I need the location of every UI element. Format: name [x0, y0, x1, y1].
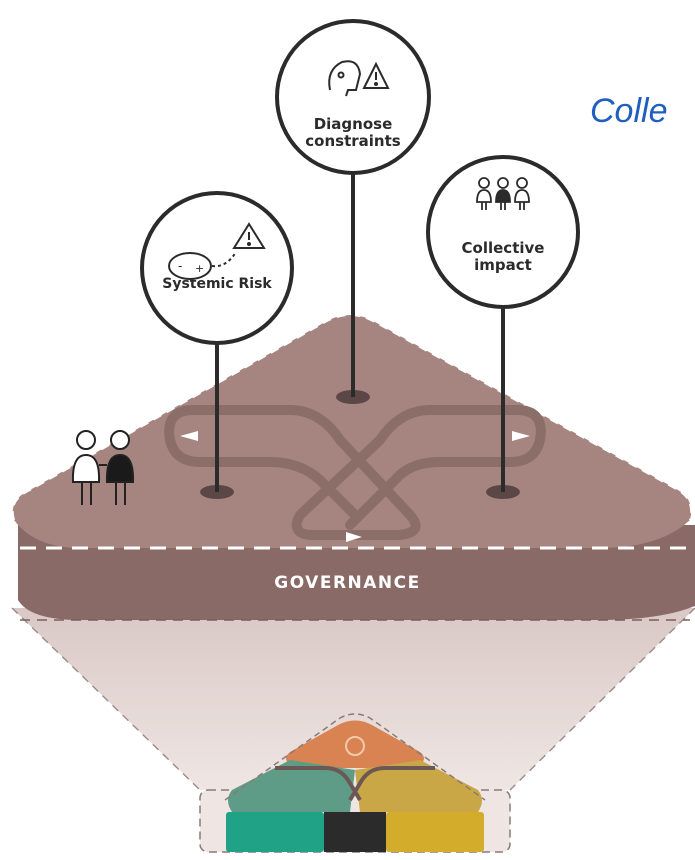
base-black-block	[324, 812, 386, 852]
mini-platform	[199, 713, 511, 853]
svg-text:-: -	[178, 259, 182, 273]
node-circle-systemic	[140, 191, 294, 345]
projection-beam	[12, 608, 695, 790]
track-arrow-right	[512, 431, 530, 441]
cycle-warning-icon: - +	[168, 222, 266, 280]
person-warning-icon	[328, 60, 390, 97]
mini-orange-segment	[286, 720, 424, 768]
node-label-line: impact	[474, 256, 532, 274]
platform-track	[164, 405, 546, 540]
base-gold-block	[386, 812, 484, 852]
node-circle-collective	[426, 155, 580, 309]
node-label-line: constraints	[305, 132, 401, 150]
people-figures	[71, 430, 135, 505]
mini-teal-segment	[228, 760, 355, 812]
node-label-systemic: Systemic Risk	[147, 276, 287, 293]
projection-beam-edge	[11, 607, 695, 791]
people-group-icon	[476, 177, 530, 210]
node-label-line: Diagnose	[313, 115, 393, 133]
mini-orange-icon	[345, 736, 365, 756]
platform-label: GOVERNANCE	[274, 573, 421, 593]
platform-top	[12, 315, 692, 548]
node-label-diagnose: Diagnose constraints	[293, 116, 413, 150]
node-label-collective: Collective impact	[443, 240, 563, 274]
node-label-line: Systemic Risk	[162, 276, 272, 292]
track-arrow-bottom	[346, 532, 362, 542]
mini-outline	[224, 713, 486, 801]
track-arrow-left	[180, 431, 198, 441]
platform-top-outline	[11, 314, 693, 521]
node-label-line: Collective	[461, 239, 545, 257]
base-teal-block	[226, 812, 324, 852]
mini-track	[275, 766, 435, 802]
svg-text:+: +	[195, 262, 204, 275]
mini-gold-segment	[355, 760, 482, 812]
page-heading: Colle	[590, 92, 668, 130]
node-circle-diagnose	[275, 19, 431, 175]
